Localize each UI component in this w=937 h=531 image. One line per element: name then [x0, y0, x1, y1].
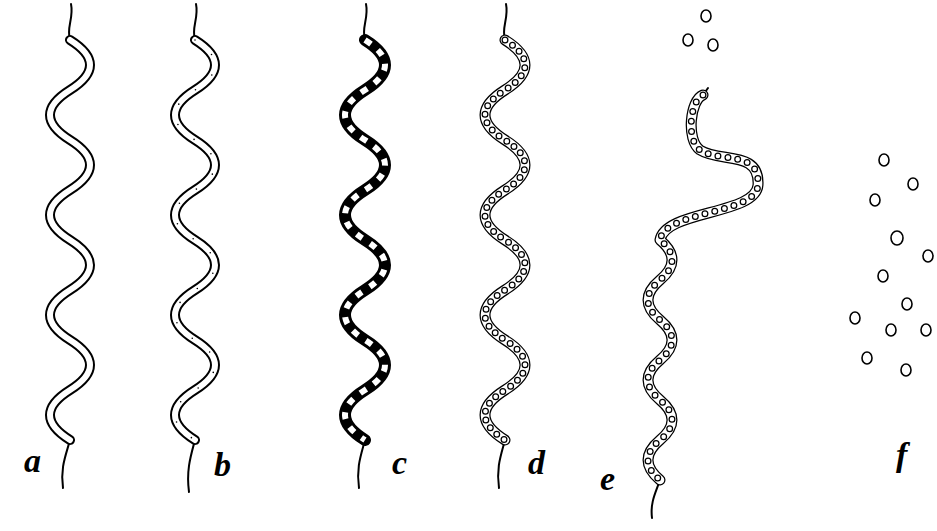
- figure-letter: e: [600, 462, 615, 496]
- figure-letter: b: [214, 448, 231, 482]
- spiral-organism-c: [345, 4, 385, 488]
- spiral-organism-d: [485, 4, 525, 488]
- figure-letter: f: [896, 438, 907, 472]
- figure-letter: d: [528, 446, 545, 480]
- spiral-organism-a: [50, 4, 90, 488]
- spiral-organism-e: [648, 10, 758, 518]
- spiral-organism-b: [175, 4, 215, 492]
- figure-letter: c: [392, 446, 407, 480]
- free-granules-f: [850, 154, 933, 376]
- figure-letter: a: [24, 444, 41, 478]
